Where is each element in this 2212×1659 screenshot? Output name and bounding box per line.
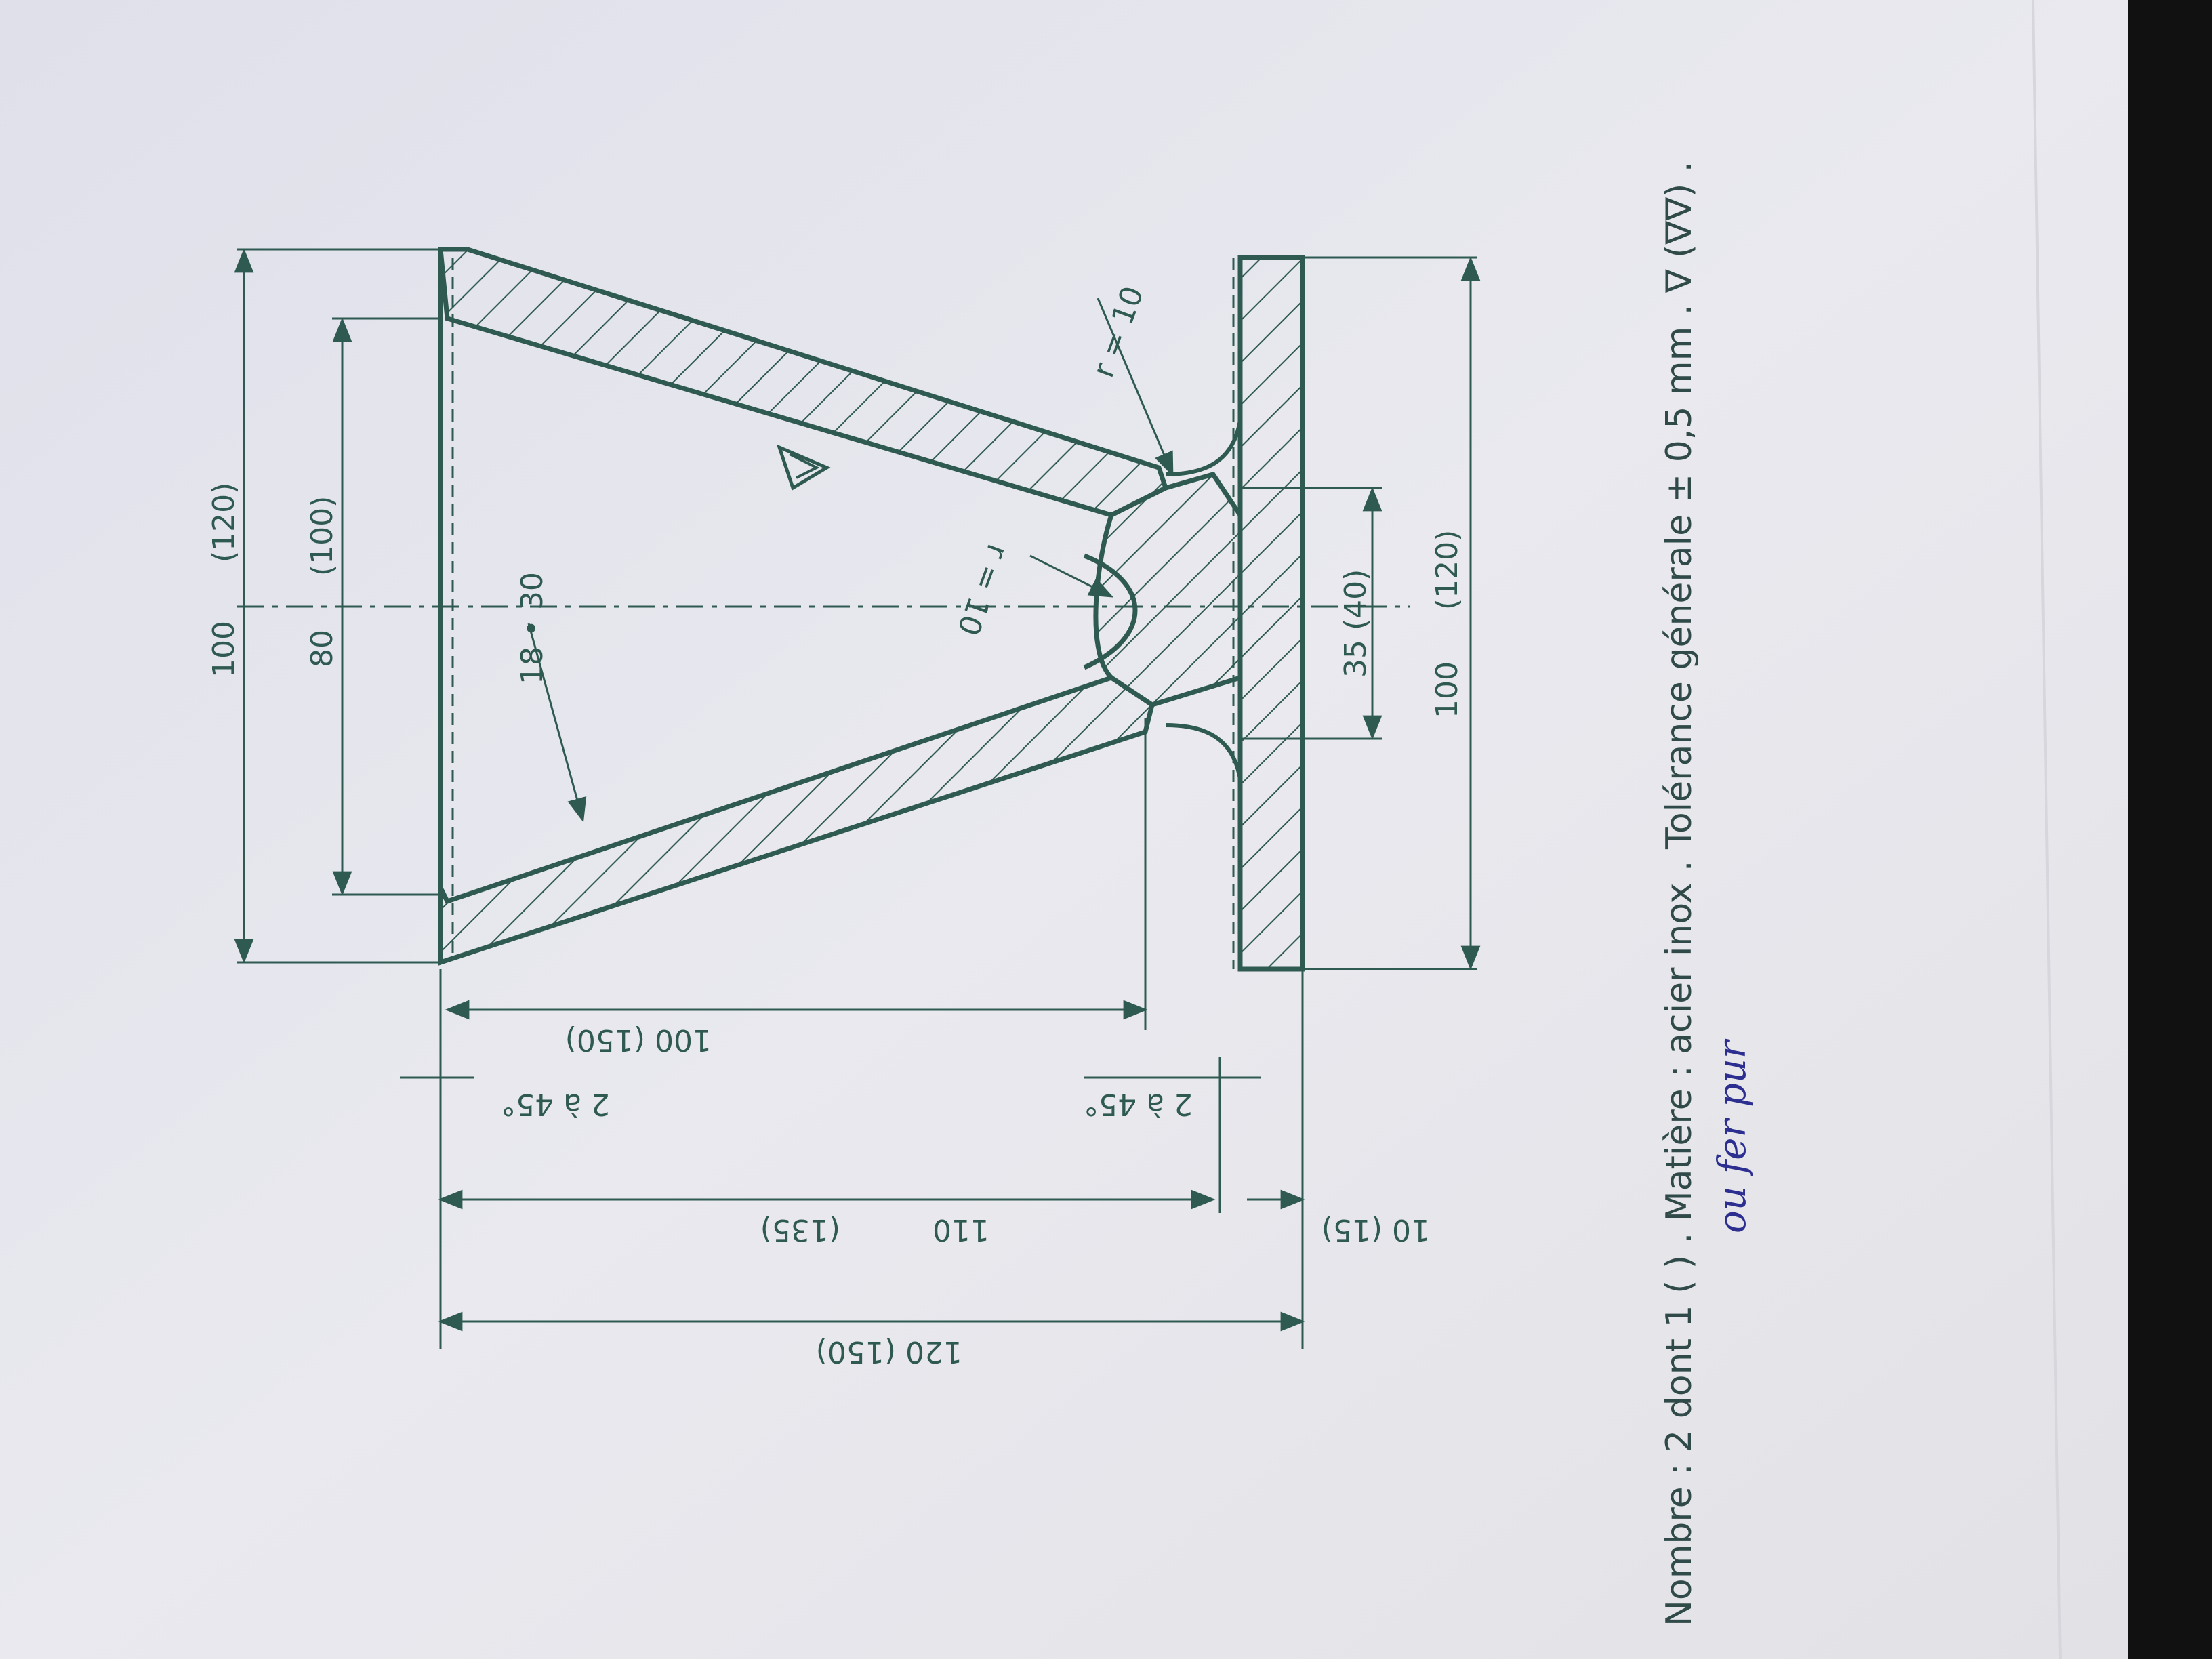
surface-finish-icon [776,444,831,491]
dim-neck-diameter: 35 (40) [1338,569,1373,678]
dim-flange-diameter-alt: (120) [1430,530,1465,610]
dimension-lines [234,248,1481,1349]
dim-top-overall: 100 [207,621,241,678]
dim-mid-length: 110 [933,1212,989,1247]
cone-section [438,247,1243,966]
dim-total-length: 120 (150) [816,1334,962,1369]
drawing-note: Nombre : 2 dont 1 ( ) . Matière : acier … [1659,161,1700,1626]
dark-edge [2128,0,2212,1659]
dim-mid-length-alt: (135) [760,1212,840,1247]
dim-cone-length: 100 (150) [565,1023,712,1057]
dim-inner-bore-alt: (100) [305,496,340,576]
dim-top-overall-alt: (120) [207,483,241,562]
paper-fold [2032,0,2062,1659]
dim-chamfer-top: 2 à 45° [501,1087,610,1122]
dimension-labels: 100 (120) 80 (100) 100 (150) 2 à 45° 2 à… [207,282,1465,1369]
flange-section [1165,255,1305,972]
dim-chamfer-bottom: 2 à 45° [1084,1087,1193,1122]
dim-flange-thickness: 10 (15) [1322,1212,1430,1247]
dim-inner-bore: 80 [305,630,340,668]
dim-cone-radius: 18 • 30 [515,572,550,684]
dim-flange-diameter: 100 [1430,661,1465,718]
handwritten-annotation: ou fer pur [1711,1038,1755,1233]
paper-sheet [0,0,2128,1659]
